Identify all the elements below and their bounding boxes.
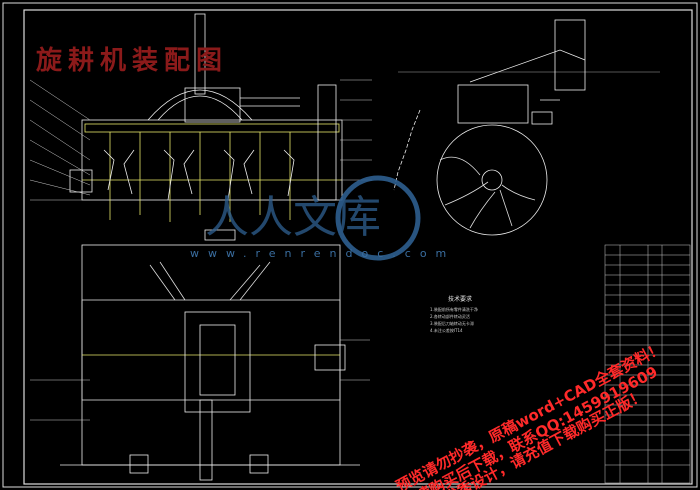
top-view bbox=[30, 244, 370, 481]
tech-note-line: 4.未注公差按IT14 bbox=[430, 328, 463, 333]
parts-list-table bbox=[604, 244, 691, 484]
tech-notes-title: 技术要求 bbox=[448, 296, 473, 303]
watermark-url: www.renrendoc.com bbox=[190, 247, 456, 260]
watermark-logo: 人人文库 bbox=[205, 175, 421, 261]
tech-note-line: 3.装配后刀轴转动无卡滞 bbox=[430, 321, 474, 326]
inner-border bbox=[23, 9, 693, 485]
tech-note-line: 1.装配前所有零件清洗干净 bbox=[430, 307, 478, 312]
drawing-title: 旋耕机装配图 bbox=[36, 46, 229, 76]
front-view bbox=[29, 13, 372, 241]
tech-notes: 1.装配前所有零件清洗干净 2.各转动部件转动灵活 3.装配后刀轴转动无卡滞 4… bbox=[430, 306, 478, 334]
side-view bbox=[393, 19, 660, 236]
tech-note-line: 2.各转动部件转动灵活 bbox=[430, 314, 470, 319]
watermark-logo-text: 人人文库 bbox=[205, 192, 381, 243]
